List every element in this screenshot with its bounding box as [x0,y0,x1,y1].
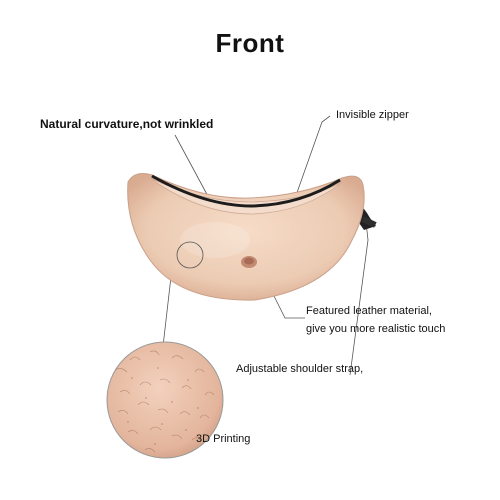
zoom-leader [161,267,173,356]
leather-label-line1: Featured leather material, [306,305,432,317]
printing-label: 3D Printing [196,433,251,445]
detail-marker [176,241,204,269]
zipper-leader [287,115,331,219]
strap-leader [349,221,369,376]
page-title: Front [215,28,285,58]
strap-buckle [361,216,377,228]
strap-label: Adjustable shoulder strap, [236,363,364,375]
leather-label-line2: give you more realistic touch [306,323,446,335]
curvature-label: Natural curvature,not wrinkled [40,117,214,131]
belly-bag [127,173,365,301]
skin-zoom [106,341,224,459]
zipper-label: Invisible zipper [336,109,409,121]
belly-button [244,257,254,265]
curvature-leader [174,134,211,201]
zipper [151,174,341,208]
